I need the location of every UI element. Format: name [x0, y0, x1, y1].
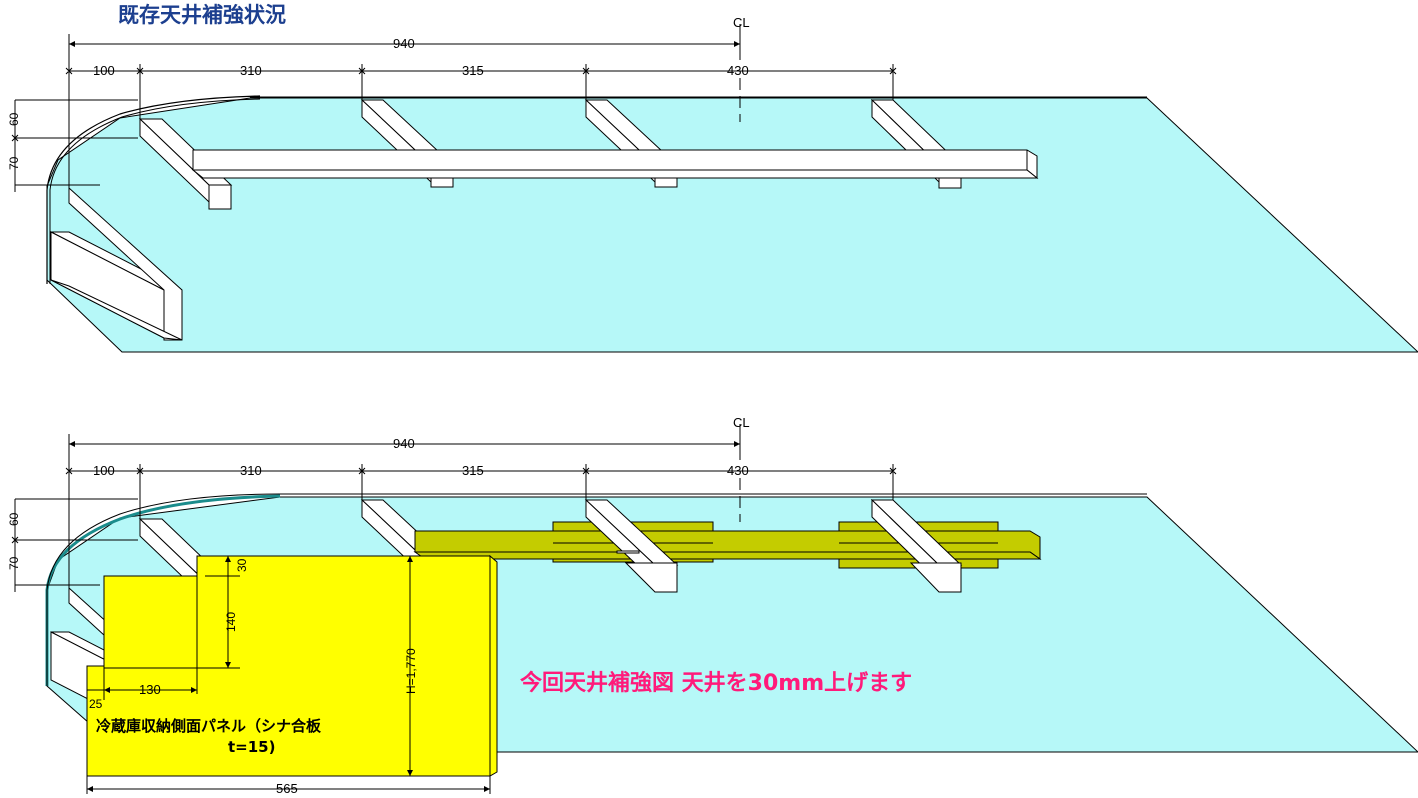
- dim-v60: 60: [7, 112, 21, 126]
- panel-label-line1: 冷蔵庫収納側面パネル（シナ合板: [96, 717, 322, 735]
- existing-diagram: 既存天井補強状況 CL 940 100 310 315 430 60 70: [7, 3, 1418, 353]
- left-board: [50, 186, 183, 341]
- joist-3-new: [584, 498, 679, 593]
- dim-lines-new: [11, 424, 897, 794]
- dim-seg4-new: 430: [727, 463, 749, 478]
- dim-v70: 70: [7, 156, 21, 170]
- side-panel-face: [86, 555, 491, 777]
- dim-lines: [11, 41, 897, 192]
- title-new: 今回天井補強図 天井を30mm上げます: [520, 670, 912, 696]
- dim-seg1: 100: [93, 63, 115, 78]
- dim-seg2-new: 310: [240, 463, 262, 478]
- panel-dim-30: 30: [235, 558, 249, 572]
- ceiling-plane: [46, 97, 1418, 353]
- title-existing: 既存天井補強状況: [118, 3, 286, 27]
- dim-seg4: 430: [727, 63, 749, 78]
- long-beam: [191, 149, 1039, 180]
- dim-seg2: 310: [240, 63, 262, 78]
- panel-width: 565: [276, 781, 298, 796]
- dim-v60-new: 60: [7, 512, 21, 526]
- new-diagram: CL 940 100 310 315 430 60 70 30 140 130 …: [7, 415, 1418, 796]
- joist-4-new: [870, 498, 963, 593]
- panel-label-line2: t=15): [228, 738, 275, 756]
- panel-dim-130: 130: [139, 682, 161, 697]
- dim-v70-new: 70: [7, 556, 21, 570]
- ceiling-curve-new: [45, 494, 281, 686]
- centerline-label: CL: [733, 15, 750, 30]
- panel-dim-140: 140: [224, 612, 238, 632]
- panel-height: H=1,770: [404, 648, 418, 694]
- dim-total-new: 940: [393, 436, 415, 451]
- dim-seg1-new: 100: [93, 463, 115, 478]
- dim-seg3-new: 315: [462, 463, 484, 478]
- dim-extension-lines: [68, 24, 894, 190]
- dim-seg3: 315: [462, 63, 484, 78]
- side-panel: [86, 554, 498, 777]
- ceiling-curve: [46, 95, 261, 284]
- dim-total: 940: [393, 36, 415, 51]
- centerline-label-new: CL: [733, 415, 750, 430]
- panel-dim-25: 25: [89, 697, 103, 711]
